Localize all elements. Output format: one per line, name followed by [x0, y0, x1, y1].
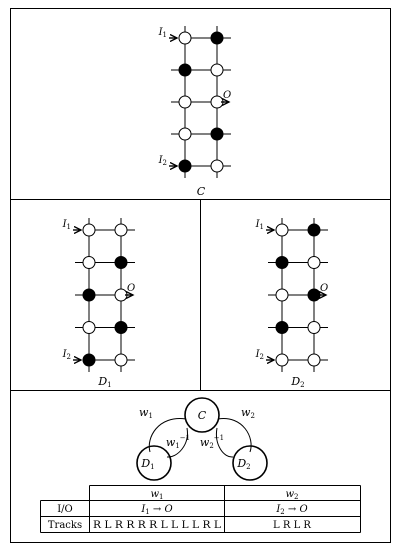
table-header-w2: w2 [285, 489, 298, 501]
node-c [184, 397, 220, 433]
input-label: I1 [158, 27, 167, 39]
edge-c-d2-inner [215, 427, 234, 458]
panel-caption: D2 [290, 375, 304, 389]
white-node [275, 288, 289, 302]
graph-labels: C D1 D2 w1 w2 w1−1 w2−1 [139, 406, 255, 471]
edge-c-d1-outer [148, 418, 187, 453]
panel-caption: C [197, 185, 206, 198]
edge-label-w2-inverse: w2−1 [200, 434, 224, 450]
black-node [307, 223, 321, 237]
output-label: O [127, 283, 135, 294]
input-label: I1 [62, 219, 71, 231]
panel-c: I1O I2C [158, 26, 231, 198]
black-node [275, 256, 289, 269]
white-node [178, 127, 192, 141]
black-node [178, 63, 192, 77]
table-text: w1 w2 I/O I1 → O I2 → O Tracks R L R R R… [48, 489, 312, 531]
input-label: I1 [255, 219, 264, 231]
table-header-w1: w1 [150, 489, 163, 501]
black-node [114, 256, 128, 269]
node-d1-label: D1 [140, 457, 154, 471]
white-node [114, 353, 128, 367]
table-row-io-label: I/O [57, 504, 73, 515]
panel-caption: D1 [97, 375, 111, 389]
frame [10, 8, 391, 543]
white-node [114, 223, 128, 237]
black-node [210, 127, 224, 141]
output-label: O [320, 283, 328, 294]
white-node [82, 223, 96, 237]
white-node [210, 159, 224, 173]
black-node [275, 321, 289, 334]
node-d2 [232, 445, 268, 481]
input-label: I2 [62, 349, 71, 361]
white-node [82, 256, 96, 269]
white-node [307, 321, 321, 334]
white-node [82, 321, 96, 334]
transition-graph [136, 397, 268, 481]
table-tracks-w2: L R L R [273, 520, 311, 531]
input-label: I2 [158, 155, 167, 167]
node-d2-label: D2 [236, 457, 250, 471]
table-tracks-w1: R L R R R R L L L L R L [93, 520, 221, 531]
tracks-table [40, 485, 361, 533]
outer-border [10, 8, 391, 543]
white-node [307, 353, 321, 367]
table-io-w1: I1 → O [140, 504, 172, 516]
white-node [178, 31, 192, 45]
output-label: O [223, 90, 231, 101]
black-node [210, 31, 224, 45]
black-node [178, 159, 192, 173]
table-row-tracks-label: Tracks [48, 520, 82, 531]
node-d1 [136, 445, 172, 481]
table-io-w2: I2 → O [275, 504, 307, 516]
edge-label-w1: w1 [139, 406, 153, 420]
white-node [307, 256, 321, 269]
white-node [275, 223, 289, 237]
input-label: I2 [255, 349, 264, 361]
black-node [82, 288, 96, 302]
white-node [178, 95, 192, 109]
node-c-label: C [198, 409, 207, 422]
edge-c-d2-outer [217, 418, 252, 453]
white-node [275, 353, 289, 367]
white-node [210, 63, 224, 77]
edge-label-w2: w2 [241, 406, 255, 420]
black-node [82, 353, 96, 367]
black-node [114, 321, 128, 334]
